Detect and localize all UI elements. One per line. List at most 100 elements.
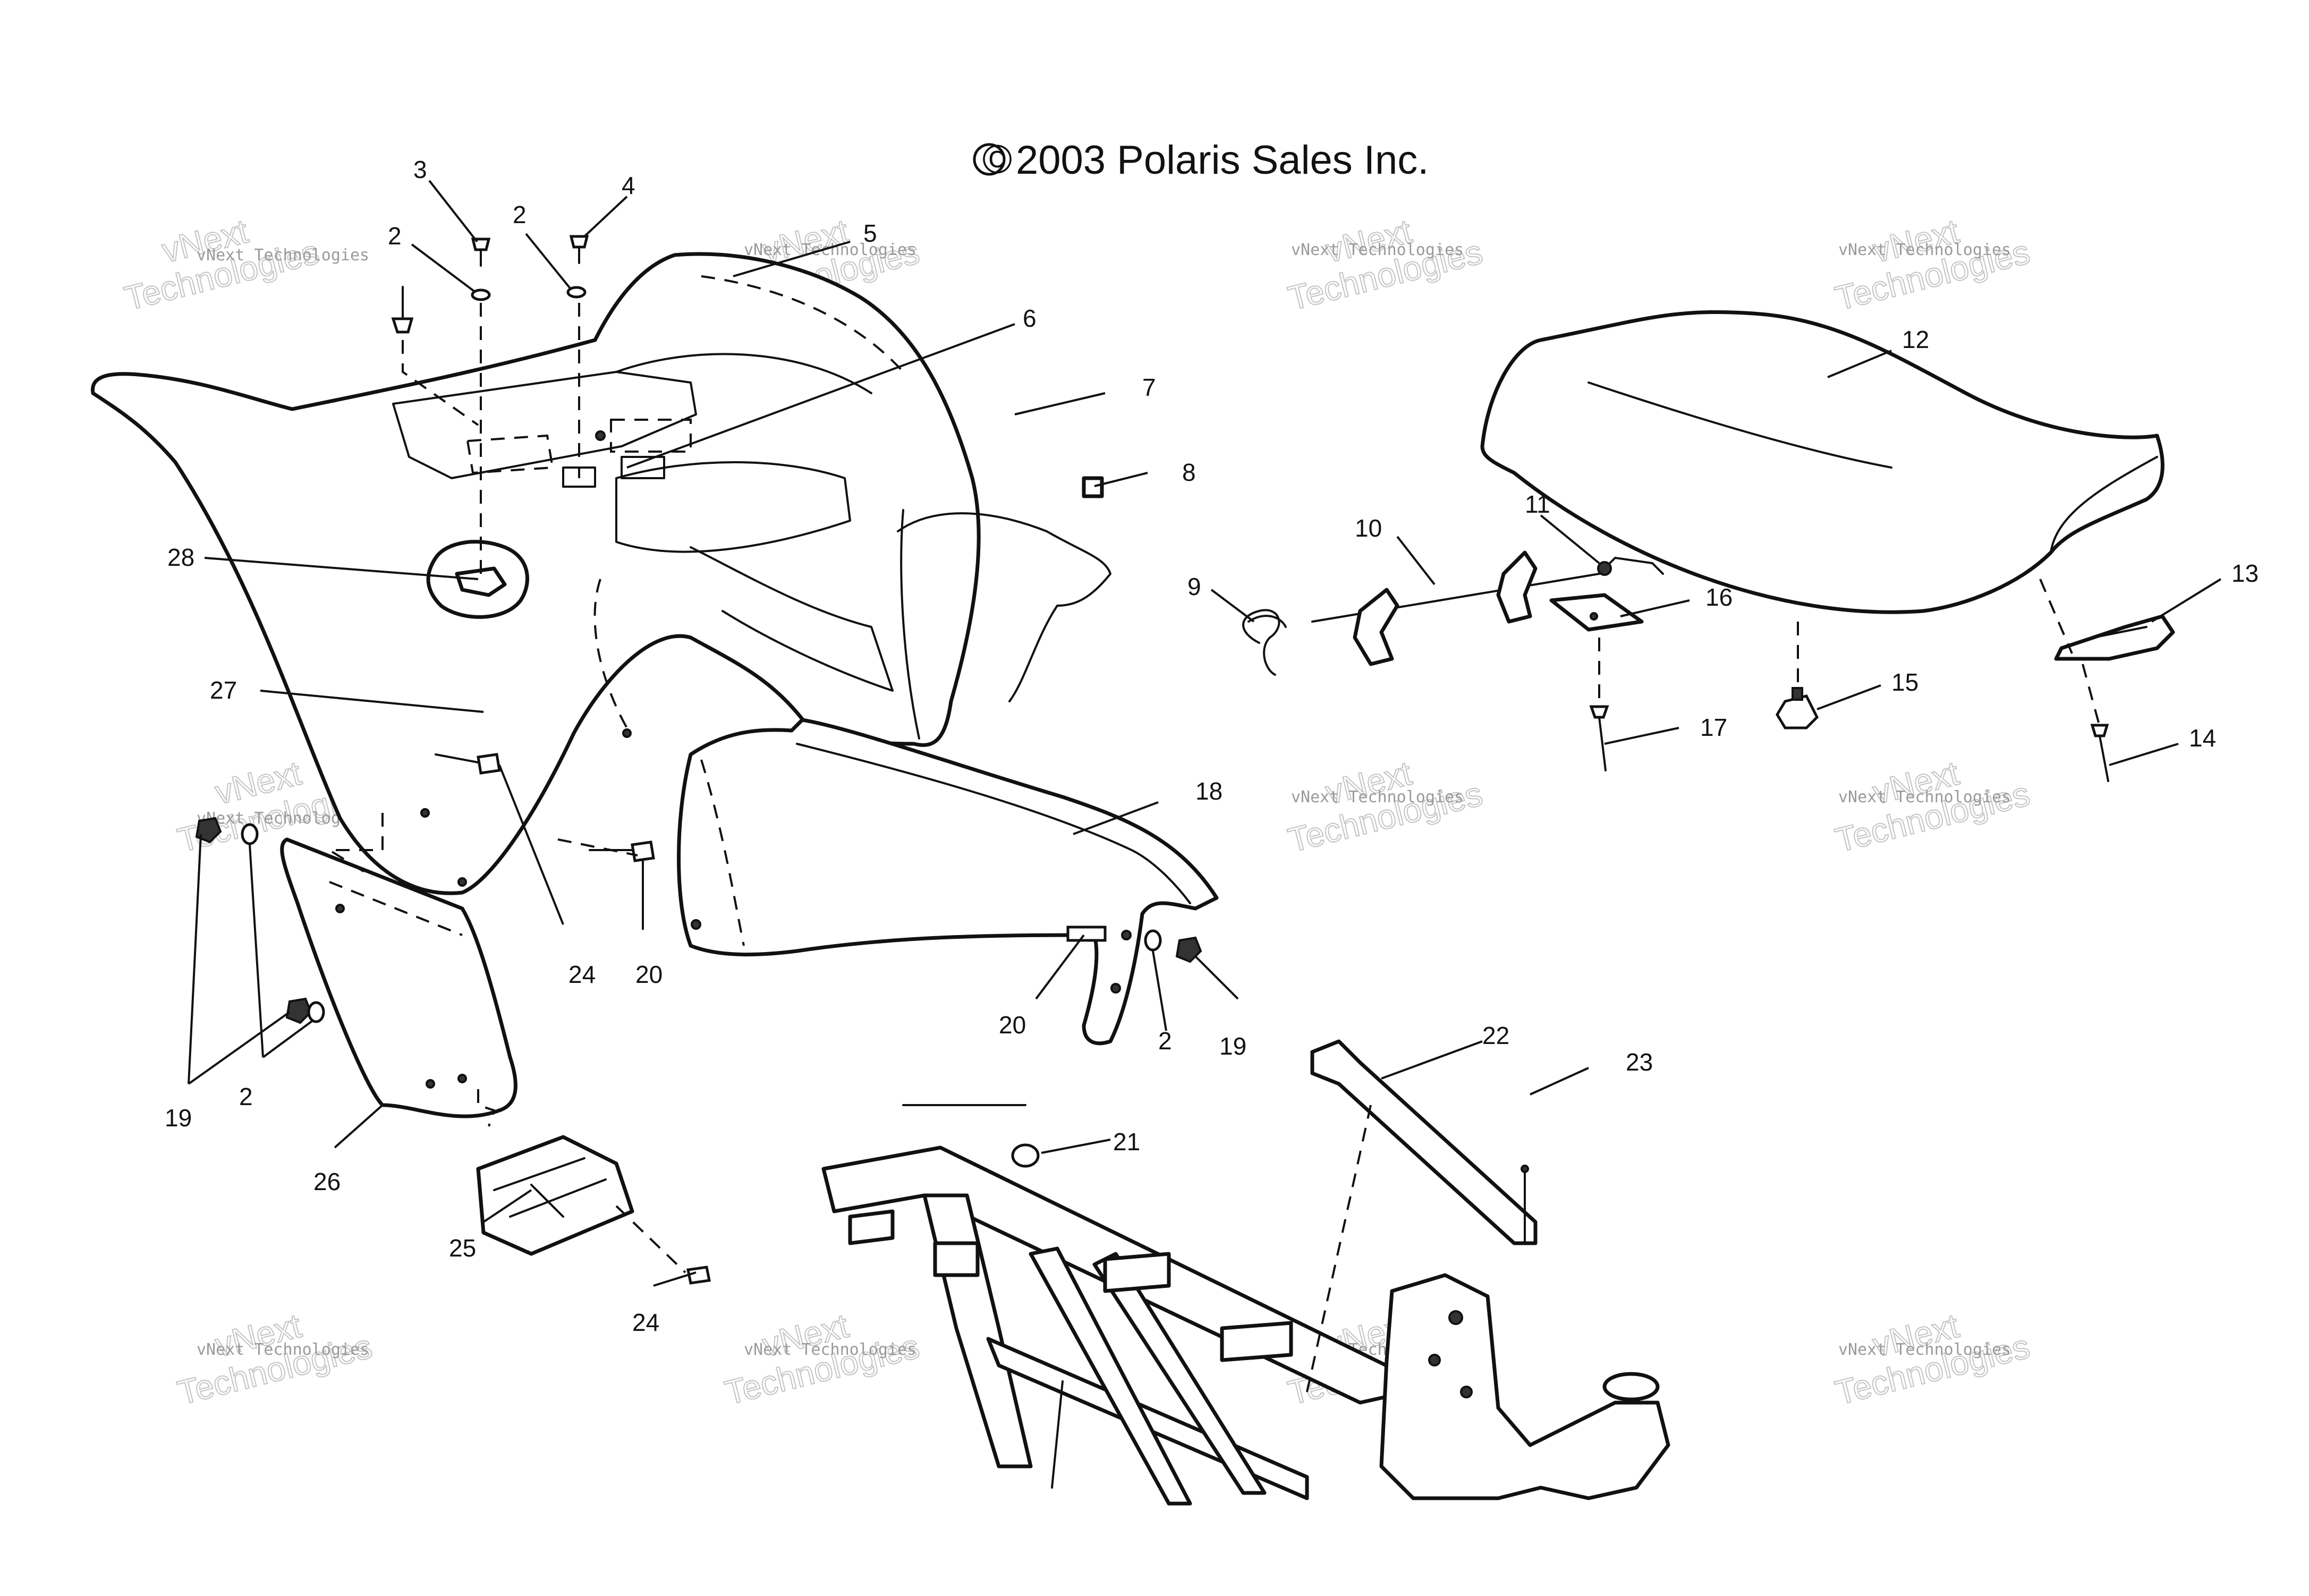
leader-line [1827, 350, 1892, 378]
assembly-guide-line [477, 1089, 496, 1127]
seat-guide-rib [2092, 626, 2147, 639]
callout-number: 11 [1525, 490, 1550, 518]
grommet-21 [1011, 1143, 1040, 1168]
leader-line [626, 323, 1015, 469]
fender-side-flap [690, 546, 894, 692]
callout-number: 2 [1158, 1027, 1172, 1055]
callout-number: 2 [239, 1083, 253, 1110]
callout-number: 19 [1219, 1032, 1246, 1060]
leader-line [1396, 536, 1436, 585]
footwell-assembly [677, 718, 1219, 1046]
skid-bracket-25 [476, 1135, 634, 1256]
screw-14 [2090, 724, 2109, 737]
strap-22 [1310, 1039, 1538, 1245]
callout-number: 22 [1482, 1022, 1509, 1049]
mounting-hole [1460, 1386, 1473, 1398]
leader-line [428, 180, 478, 243]
frame-bracket [933, 1241, 980, 1277]
watermark-label: vNext Technologies [1838, 1340, 2011, 1359]
leader-line [1035, 934, 1085, 1000]
fender-tail-panel [615, 461, 851, 553]
loose-hardware [195, 235, 2100, 1393]
callout-number: 13 [2231, 559, 2259, 587]
mounting-hole [1448, 1310, 1463, 1325]
leader-line [249, 844, 264, 1058]
frame-tube-end [1602, 1372, 1660, 1402]
assembly-guide-line [2082, 664, 2100, 723]
leader-line [188, 1011, 291, 1085]
watermark-label: vNext Technologies [744, 241, 916, 259]
leader-line [2151, 578, 2222, 623]
callout-number: 15 [1891, 668, 1918, 696]
leader-line [1194, 955, 1239, 1000]
callout-number: 8 [1182, 459, 1196, 486]
skid-bracket-body [476, 1135, 634, 1256]
fender-hidden-edge [593, 579, 628, 728]
spring-9 [1242, 609, 1280, 676]
leader-line [653, 1271, 697, 1287]
fender-left-arc [900, 509, 920, 740]
rear-fender-body [90, 252, 981, 895]
callout-labels: 3 2 2 4 5 6 7 8 28 27 24 20 19 2 26 25 2… [165, 156, 2259, 1336]
leader-line [1073, 801, 1159, 835]
frame-hidden-tube [1051, 1380, 1064, 1489]
leader-line [204, 557, 479, 580]
bolt-24 [477, 753, 501, 775]
callout-number: 14 [2189, 724, 2216, 752]
callout-number: 17 [1700, 714, 1727, 741]
washer-2 [241, 823, 259, 845]
frame-bracket [1220, 1321, 1293, 1362]
mounting-hole [595, 430, 606, 441]
leader-line [262, 1019, 315, 1058]
leader-line [260, 690, 484, 713]
leader-line [498, 765, 564, 925]
callout-number: 10 [1355, 514, 1382, 542]
callout-number: 4 [622, 172, 635, 199]
mounting-hole [1110, 983, 1121, 994]
leader-line [1152, 950, 1167, 1031]
callout-number: 2 [513, 201, 527, 228]
callout-number: 27 [210, 676, 237, 704]
callout-number: 24 [568, 961, 596, 988]
copyright-symbol: © [982, 137, 1012, 182]
bolt-24-shaft [435, 753, 479, 763]
latch-plate-16 [1549, 593, 1644, 632]
leader-line [334, 1104, 384, 1149]
mounting-hole [622, 728, 632, 738]
leader-line [1530, 1067, 1589, 1096]
watermark-label: vNext Technologies [197, 246, 369, 265]
spring-9-coil [1247, 615, 1287, 628]
leader-line [1816, 684, 1881, 710]
assembly-guide-line [557, 838, 638, 856]
mounting-hole [691, 919, 701, 930]
callout-number: 25 [449, 1234, 476, 1262]
nut-19 [195, 817, 222, 844]
deck-slot-outline [610, 419, 692, 453]
footwell-rim [796, 743, 1191, 904]
mud-flap-group [280, 837, 517, 1118]
bolt-20 [631, 841, 655, 862]
assembly-guide-line [402, 340, 479, 426]
footwell-hidden-edge [700, 759, 745, 946]
screw-14-shaft [2099, 735, 2109, 782]
latch-rod-10 [1311, 573, 1600, 623]
seat-bumper-15 [1776, 694, 1819, 729]
callout-number: 3 [413, 156, 427, 183]
bolt-24 [686, 1266, 711, 1285]
callout-number: 19 [165, 1104, 192, 1132]
seat-12 [1480, 310, 2164, 614]
callout-number: 20 [999, 1011, 1026, 1039]
latch-knob-11 [1597, 561, 1612, 576]
fender-inner-line [615, 353, 872, 394]
leader-line [1620, 599, 1690, 617]
leader-line [525, 233, 572, 291]
skid-bracket-rib [493, 1157, 585, 1191]
fender-hidden-edge [701, 275, 904, 373]
clip-8 [1082, 476, 1104, 498]
latch-hook [1496, 550, 1538, 624]
leader-line [1094, 472, 1148, 487]
skid-bracket-rib [530, 1184, 564, 1218]
mounting-hole [1590, 612, 1598, 621]
deck-slot [621, 456, 665, 479]
